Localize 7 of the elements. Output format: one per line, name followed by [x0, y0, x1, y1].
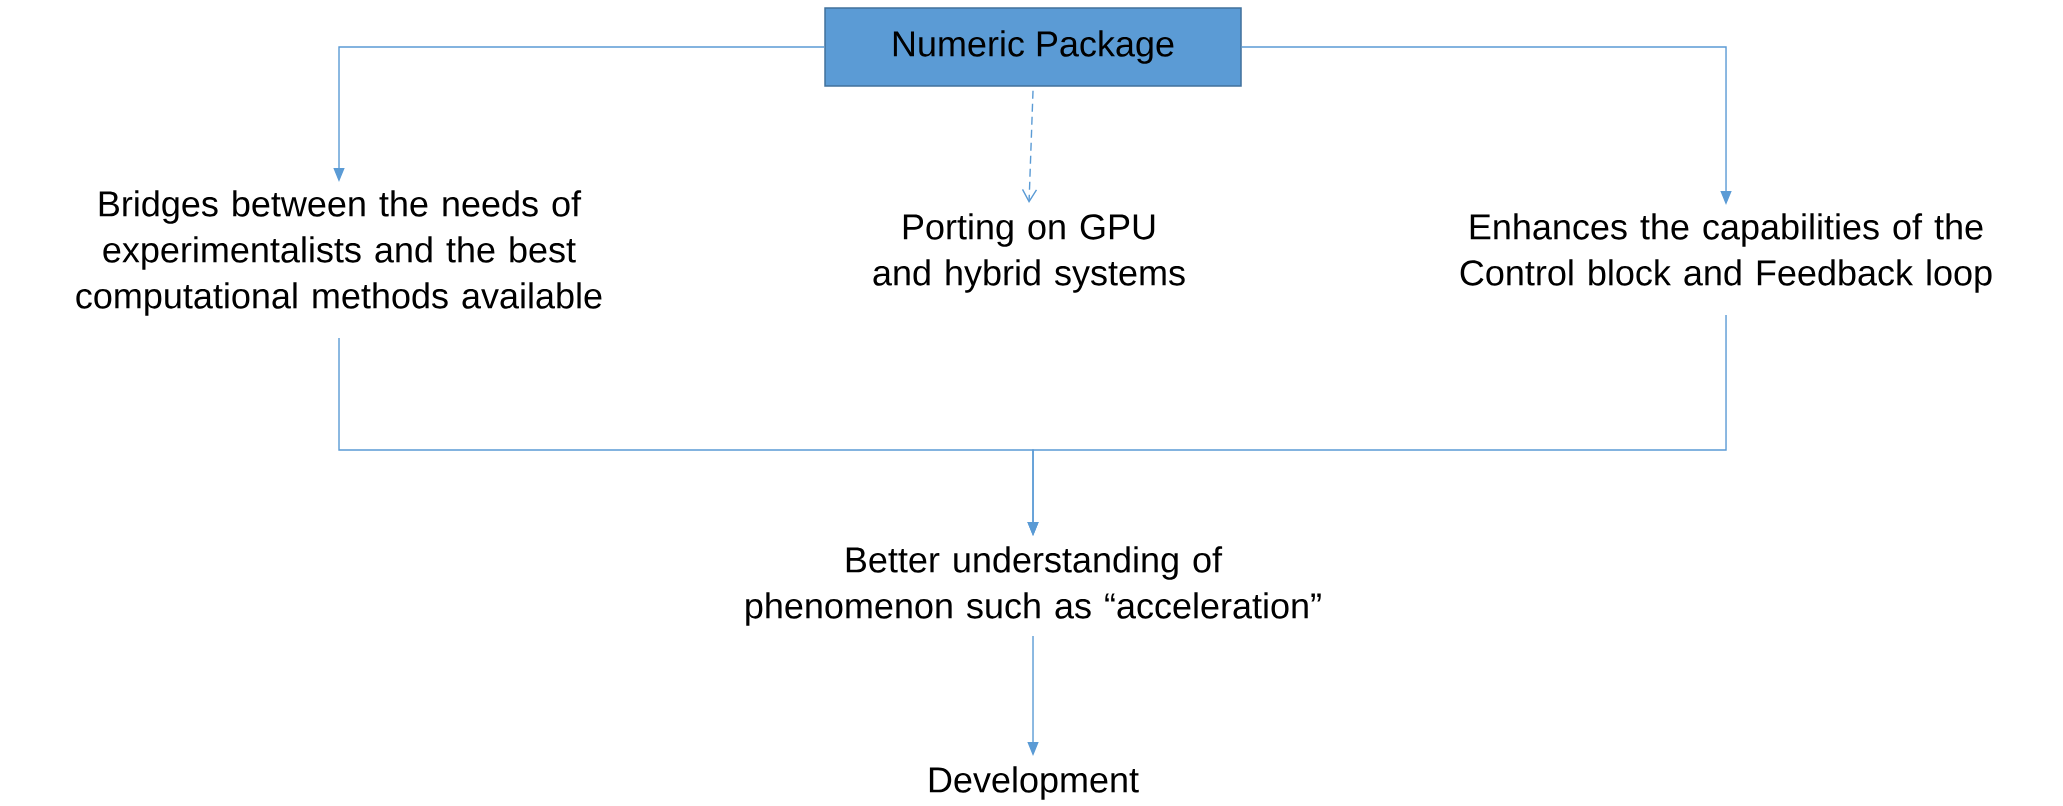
process-box: Numeric Package — [824, 7, 1242, 87]
text-label: Porting on GPU and hybrid systems — [873, 213, 1185, 293]
text-label: Better understanding of phenomenon such as “acceleration” — [746, 546, 1321, 626]
text-label: Enhances the capabilities of the Control block and Feedback loop — [1460, 213, 1992, 293]
text-label: Development — [929, 766, 1139, 800]
text-label: Bridges between the needs of experimentalists and the best computational methods available — [76, 190, 602, 316]
arrow — [1021, 90, 1038, 204]
